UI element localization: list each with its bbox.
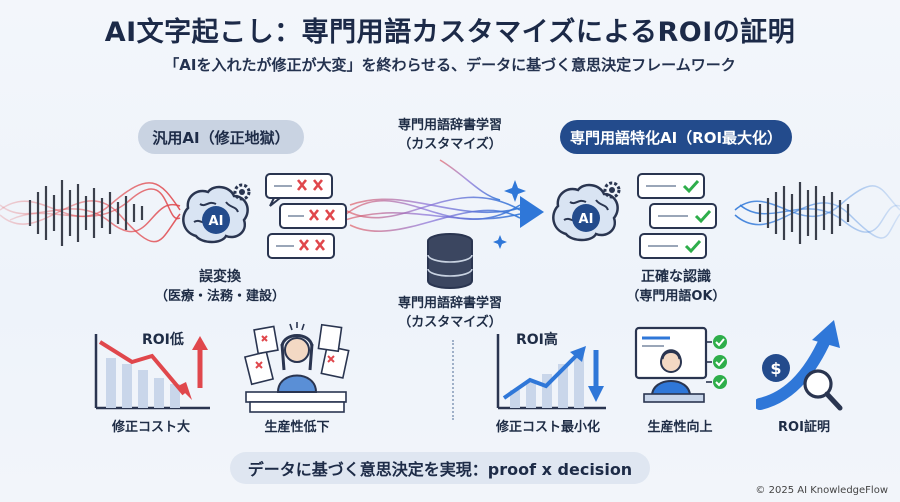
roi-high-label: ROI高 <box>516 331 558 348</box>
left-result-subtitle: （医療・法務・建設） <box>154 289 285 304</box>
check-bubble-middle <box>649 203 717 229</box>
roi-high-chart-icon: ROI高 <box>496 331 606 410</box>
left-result-label: 誤変換 （医療・法務・建設） <box>150 268 290 306</box>
right-result-label: 正確な認識 （専門用語OK） <box>606 268 746 306</box>
center-bottom-line2: （カスタマイズ） <box>398 315 502 330</box>
productivity-up-caption: 生産性向上 <box>647 420 713 435</box>
check-bubble-bottom <box>639 233 707 259</box>
right-brain-icon: AI <box>552 181 621 242</box>
left-sound-wave <box>0 182 181 243</box>
copyright: © 2025 AI KnowledgeFlow <box>755 485 888 496</box>
right-brain-ai-text: AI <box>579 212 594 227</box>
left-result-title: 誤変換 <box>199 269 241 285</box>
page-subtitle: 「AIを入れたが修正が大変」を終わらせる、データに基づく意思決定フレームワーク <box>164 56 736 74</box>
left-brain-icon: AI <box>182 183 251 244</box>
page-title: AI文字起こし：専門用語カスタマイズによるROIの証明 <box>104 17 796 48</box>
stressed-worker-icon <box>243 322 350 413</box>
cost-min-caption: 修正コスト最小化 <box>495 420 600 435</box>
roi-low-chart-icon: ROI低 <box>94 331 210 410</box>
sparkles <box>493 180 526 249</box>
right-result-title: 正確な認識 <box>641 269 711 285</box>
error-bubble-middle <box>279 203 347 229</box>
left-brain-ai-text: AI <box>209 214 224 229</box>
center-top-label: 専門用語辞書学習 （カスタマイズ） <box>375 116 525 154</box>
paper-stack-icon <box>243 323 350 413</box>
center-bottom-line1: 専門用語辞書学習 <box>397 296 502 311</box>
decision-banner: データに基づく意思決定を実現：proof x decision <box>230 452 650 484</box>
error-bubble-bottom <box>267 233 335 259</box>
magnifier-icon <box>803 369 833 399</box>
error-bubble-top <box>265 173 333 207</box>
generic-ai-pill: 汎用AI（修正地獄） <box>138 120 304 154</box>
cost-up-caption: 修正コスト大 <box>111 420 190 435</box>
left-gear-icon <box>233 183 251 201</box>
dollar-coin-icon <box>762 354 790 382</box>
productivity-down-caption: 生産性低下 <box>264 420 330 435</box>
left-wave-bars <box>28 180 144 246</box>
roi-low-label: ROI低 <box>142 331 184 348</box>
check-list-icon <box>706 335 727 389</box>
error-bubbles <box>265 173 347 259</box>
section-divider <box>452 340 454 420</box>
right-wave-bars <box>758 182 850 244</box>
check-bubbles <box>637 173 717 259</box>
svg-text:$: $ <box>770 359 781 378</box>
check-bubble-top <box>637 173 705 199</box>
center-top-line2: （カスタマイズ） <box>398 137 502 152</box>
specialized-ai-pill: 専門用語特化AI（ROI最大化） <box>560 120 792 154</box>
right-result-subtitle: （専門用語OK） <box>626 289 726 304</box>
right-gear-icon <box>603 181 621 199</box>
center-flow-lines <box>344 159 521 232</box>
center-bottom-label: 専門用語辞書学習 （カスタマイズ） <box>375 294 525 332</box>
database-icon <box>427 233 473 289</box>
flow-arrowhead <box>520 196 544 228</box>
roi-proof-caption: ROI証明 <box>778 420 830 435</box>
center-top-line1: 専門用語辞書学習 <box>397 118 502 133</box>
productive-worker-icon <box>634 326 727 403</box>
roi-proof-icon: $ <box>756 320 843 411</box>
